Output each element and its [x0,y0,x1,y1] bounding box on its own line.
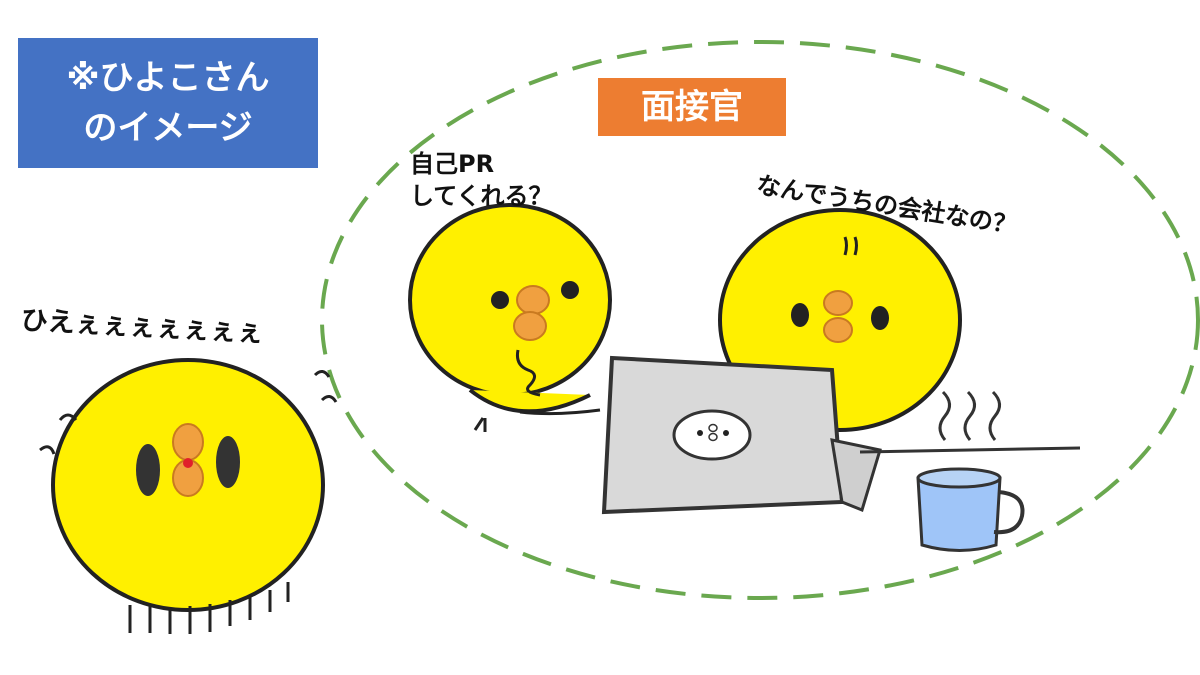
laptop-icon [601,355,882,515]
chick-image-label: ※ひよこさん のイメージ [18,38,318,168]
interviewer-group-ellipse [320,40,1200,600]
chick-applicant-icon [39,358,338,634]
label-line-2: のイメージ [83,108,253,148]
chick-interviewer-1-icon [408,203,612,432]
label-line-1: ※ひよこさん [66,58,270,98]
speech-self-pr: 自己PR してくれる？ [410,148,553,212]
desk-line [859,446,1081,454]
interviewer-tag: 面接官 [598,78,786,136]
speech-self-pr-line-1: 自己PR [410,150,495,178]
coffee-mug-icon [916,467,1025,552]
steam-icon [938,390,1001,441]
speech-self-pr-line-2: してくれる？ [410,182,553,210]
